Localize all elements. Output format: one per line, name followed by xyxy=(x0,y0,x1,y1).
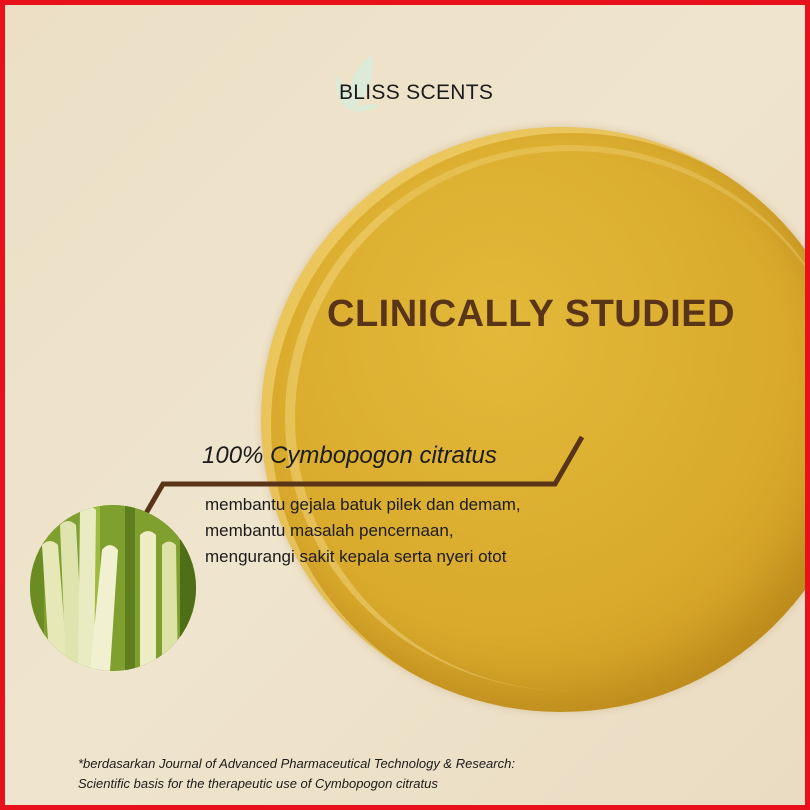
benefit-item: mengurangi sakit kepala serta nyeri otot xyxy=(205,547,507,566)
ingredient-name: 100% Cymbopogon citratus xyxy=(202,442,497,469)
headline: CLINICALLY STUDIED xyxy=(327,293,736,335)
footnote: *berdasarkan Journal of Advanced Pharmac… xyxy=(78,754,515,794)
footnote-line: *berdasarkan Journal of Advanced Pharmac… xyxy=(78,756,515,771)
lemongrass-photo xyxy=(30,505,196,671)
oil-droplet-highlight xyxy=(285,145,805,691)
benefits-list: membantu gejala batuk pilek dan demam, m… xyxy=(205,492,521,570)
brand-name: BLISS SCENTS xyxy=(339,81,494,104)
leaf-icon xyxy=(335,55,380,112)
lemongrass-illustration xyxy=(30,505,196,671)
footnote-line: Scientific basis for the therapeutic use… xyxy=(78,776,438,791)
benefit-item: membantu gejala batuk pilek dan demam, xyxy=(205,495,521,514)
benefit-item: membantu masalah pencernaan, xyxy=(205,521,454,540)
callout-connector-line xyxy=(142,435,585,517)
